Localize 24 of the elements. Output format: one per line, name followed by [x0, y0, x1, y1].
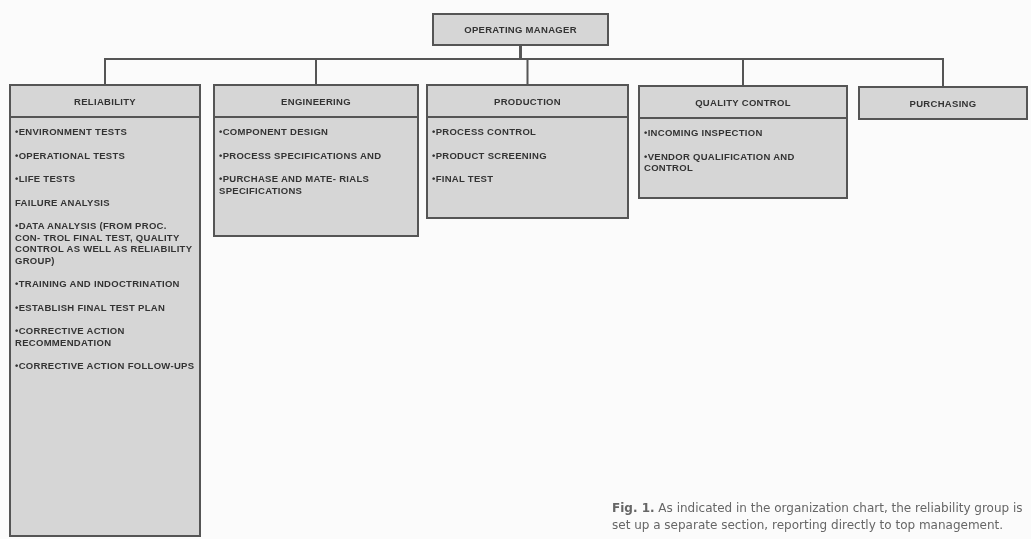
task-item: •FINAL TEST [432, 173, 495, 185]
task-item: •TRAINING AND INDOCTRINATION [15, 278, 181, 290]
figure-caption: Fig. 1. As indicated in the organization chart, the reliability group is set up a separate section, reporting directly to top management. [612, 500, 1024, 534]
task-item: •LIFE TESTS [15, 173, 77, 185]
task-item: •INCOMING INSPECTION [644, 127, 764, 139]
department-heading: ENGINEERING [213, 84, 419, 118]
task-item: •CORRECTIVE ACTION RECOMMENDATION [15, 325, 126, 348]
department-heading: QUALITY CONTROL [638, 85, 848, 119]
task-item: FAILURE ANALYSIS [15, 196, 111, 208]
task-item: •PROCESS SPECIFICATIONS AND [219, 149, 383, 161]
task-item: •ESTABLISH FINAL TEST PLAN [15, 301, 167, 313]
department-heading: RELIABILITY [9, 84, 201, 118]
task-item: •CORRECTIVE ACTION FOLLOW-UPS [15, 360, 195, 372]
task-item: •VENDOR QUALIFICATION AND CONTROL [644, 150, 796, 174]
task-item: •COMPONENT DESIGN [219, 126, 330, 138]
task-item: •PURCHASE AND MATE- RIALS SPECIFICATIONS [219, 173, 371, 196]
task-item: •DATA ANALYSIS (FROM PROC. CON- TROL FINAL TEST, QUALITY CONTROL AS WELL AS RELIABILITY GROUP) [15, 220, 194, 266]
task-item: •OPERATIONAL TESTS [15, 149, 127, 161]
department-heading: PRODUCTION [426, 84, 629, 118]
manager-box: OPERATING MANAGER [432, 13, 609, 46]
task-item: •ENVIRONMENT TESTS [15, 126, 129, 138]
department-heading: PURCHASING [858, 86, 1028, 120]
task-item: •PROCESS CONTROL [432, 126, 538, 138]
task-item: •PRODUCT SCREENING [432, 149, 548, 161]
